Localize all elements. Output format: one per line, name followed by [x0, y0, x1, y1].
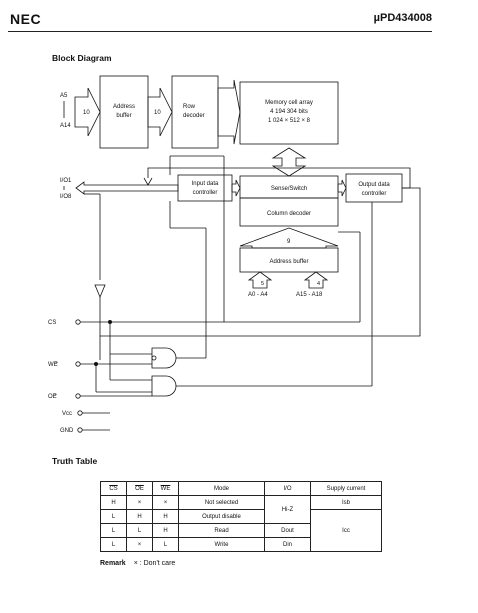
table-row: L L H Read Dout: [100, 523, 382, 538]
header-rule: [8, 31, 432, 32]
cell-we: H: [152, 509, 179, 524]
sense-to-output-arrow: [337, 179, 347, 197]
cell-mode: Output disable: [178, 509, 265, 524]
cell-we: ×: [152, 495, 179, 510]
cell-we: L: [152, 537, 179, 552]
vcc-pin-label: Vcc: [62, 411, 72, 417]
svg-text:Output data: Output data: [358, 182, 390, 188]
lower-input-bus-a0-a4: [247, 271, 273, 289]
lower-input-bus-a15-a18: [303, 271, 329, 289]
svg-text:Address buffer: Address buffer: [270, 259, 309, 265]
column-address-bus: [239, 227, 339, 249]
block-diagram: A5 A14 10 Address buffer 10 Row decoder …: [48, 75, 421, 434]
cell-mode: Read: [178, 523, 265, 538]
header-supply: Supply current: [310, 481, 382, 496]
header-mode: Mode: [178, 481, 265, 496]
cell-supply-isb: Isb: [310, 495, 382, 510]
memory-sense-bus: [271, 147, 307, 177]
svg-text:Sense/Switch: Sense/Switch: [271, 186, 307, 192]
control-logic: CS WE OE: [48, 155, 421, 434]
brand-logo: NEC: [10, 11, 42, 27]
svg-text:Address: Address: [113, 104, 135, 110]
lower-input-label-0: A0 - A4: [248, 292, 268, 298]
header-cs: CS: [100, 481, 127, 496]
oe-pin-label: OE: [48, 394, 57, 400]
address-top-label: A5: [60, 93, 68, 99]
svg-text:1 024 × 512 × 8: 1 024 × 512 × 8: [268, 118, 311, 124]
remark-text: × : Don't care: [133, 560, 176, 567]
truth-table: CS OE WE Mode I/O Supply current H × × N…: [100, 481, 382, 552]
row-decoder-output: [217, 79, 241, 145]
input-to-sense-arrow: [231, 179, 241, 197]
svg-text:Column decoder: Column decoder: [267, 211, 311, 217]
address-buffer-out-width: 10: [154, 110, 161, 116]
output-data-controller-block: Output data controller: [345, 173, 403, 203]
svg-text:Input data: Input data: [192, 181, 219, 187]
address-buffer-output-bus: [147, 87, 173, 137]
svg-text:controller: controller: [193, 190, 218, 196]
remark-label: Remark: [100, 560, 126, 567]
output-bus-arrowhead: [143, 177, 153, 186]
cell-oe: ×: [126, 495, 153, 510]
cell-oe: ×: [126, 537, 153, 552]
svg-text:Row: Row: [183, 104, 196, 110]
svg-text:decoder: decoder: [183, 113, 205, 119]
block-diagram-title: Block Diagram: [52, 53, 112, 63]
address-buffer-block: Address buffer: [99, 75, 149, 149]
table-row: L × L Write Din: [100, 537, 382, 552]
address-bus-width: 10: [83, 110, 90, 116]
cell-io-hiz: Hi-Z: [264, 495, 311, 524]
svg-text:4 194 304 bits: 4 194 304 bits: [270, 109, 308, 115]
svg-text:Memory cell array: Memory cell array: [265, 100, 313, 106]
header-oe: OE: [126, 481, 153, 496]
cell-io-dout: Dout: [264, 523, 311, 538]
address-bottom-label: A14: [60, 123, 71, 129]
sense-switch-block: Sense/Switch: [239, 175, 339, 199]
memory-cell-array-block: Memory cell array 4 194 304 bits 1 024 ×…: [239, 81, 339, 145]
cell-we: H: [152, 523, 179, 538]
lower-input-label-1: A15 - A18: [296, 292, 323, 298]
remark: Remark × : Don't care: [100, 560, 175, 567]
cell-cs: L: [100, 523, 127, 538]
svg-text:controller: controller: [362, 191, 387, 197]
cell-cs: L: [100, 509, 127, 524]
lower-address-buffer-block: Address buffer: [239, 247, 339, 273]
column-decoder-block: Column decoder: [239, 197, 339, 227]
lower-input-width-0: 5: [261, 281, 264, 287]
truth-table-header: CS OE WE Mode I/O Supply current: [100, 481, 382, 496]
column-bus-width: 9: [287, 239, 291, 245]
table-row: L H H Output disable Icc: [100, 509, 382, 552]
row-decoder-block: Row decoder: [171, 75, 219, 149]
cell-oe: L: [126, 523, 153, 538]
cell-oe: H: [126, 509, 153, 524]
cell-mode: Not selected: [178, 495, 265, 510]
header-io: I/O: [264, 481, 311, 496]
io-bottom-label: I/O8: [60, 194, 72, 200]
cell-mode: Write: [178, 537, 265, 552]
io-top-label: I/O1: [60, 178, 72, 184]
cell-cs: H: [100, 495, 127, 510]
we-pin-label: WE: [48, 362, 58, 368]
header-we: WE: [152, 481, 179, 496]
truth-table-title: Truth Table: [52, 456, 98, 466]
lower-input-width-1: 4: [317, 281, 320, 287]
cell-supply-icc: Icc: [310, 509, 382, 552]
table-row: H × × Not selected Hi-Z Isb: [100, 495, 382, 524]
svg-text:buffer: buffer: [116, 113, 131, 119]
cell-cs: L: [100, 537, 127, 552]
io-bus: I/O1 I/O8: [60, 178, 179, 200]
address-input-bus: A5 A14 10: [60, 87, 101, 137]
cs-pin-label: CS: [48, 320, 56, 326]
gnd-pin-label: GND: [60, 428, 74, 434]
cell-io-din: Din: [264, 537, 311, 552]
part-number: µPD434008: [373, 12, 432, 24]
